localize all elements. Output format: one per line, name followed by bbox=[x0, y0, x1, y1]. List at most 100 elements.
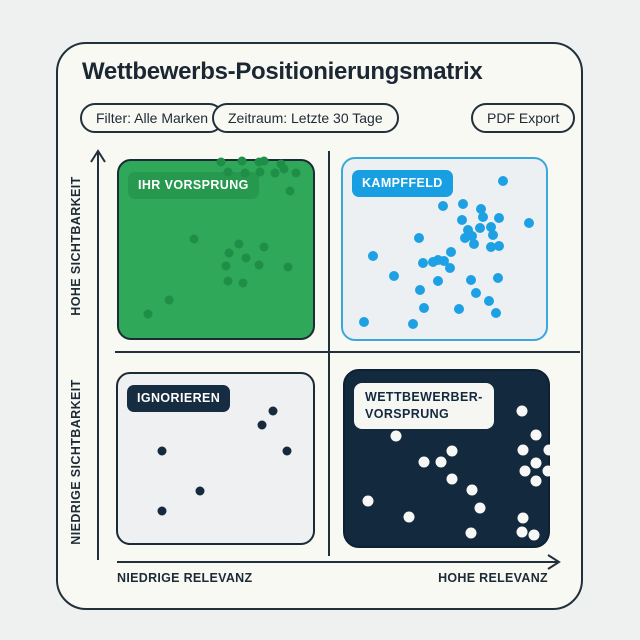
scatter-dot bbox=[465, 527, 477, 539]
scatter-dot bbox=[474, 502, 486, 514]
scatter-dot bbox=[285, 186, 295, 196]
scatter-dot bbox=[458, 199, 468, 209]
scatter-dot bbox=[415, 285, 425, 295]
scatter-dot bbox=[446, 247, 456, 257]
quadrant-bottom-right: WETTBEWERBER- VORSPRUNG bbox=[343, 369, 555, 548]
scatter-dot bbox=[530, 429, 542, 441]
x-axis-label-low: NIEDRIGE RELEVANZ bbox=[117, 571, 253, 585]
scatter-dot bbox=[254, 260, 264, 270]
scatter-dot bbox=[223, 276, 233, 286]
scatter-dot bbox=[466, 275, 476, 285]
scatter-dot bbox=[471, 288, 481, 298]
scatter-dot bbox=[283, 262, 293, 272]
quadrant-bottom-left: IGNORIEREN bbox=[116, 372, 315, 545]
page-title: Wettbewerbs-Positionierungsmatrix bbox=[82, 58, 483, 85]
scatter-dot bbox=[241, 253, 251, 263]
filter-button[interactable]: Filter: Alle Marken bbox=[80, 103, 225, 133]
scatter-dot bbox=[195, 486, 205, 496]
scatter-dot bbox=[418, 456, 430, 468]
scatter-dot bbox=[478, 212, 488, 222]
scatter-dot bbox=[516, 526, 528, 538]
scatter-dot bbox=[255, 167, 265, 177]
scatter-dot bbox=[390, 430, 402, 442]
scatter-dot bbox=[493, 273, 503, 283]
scatter-dot bbox=[486, 242, 496, 252]
scatter-dot bbox=[460, 233, 470, 243]
scatter-dot bbox=[291, 168, 301, 178]
scatter-dot bbox=[446, 473, 458, 485]
scatter-dot bbox=[519, 465, 531, 477]
scatter-dot bbox=[157, 506, 167, 516]
pdf-export-button[interactable]: PDF Export bbox=[471, 103, 576, 133]
scatter-dot bbox=[454, 304, 464, 314]
scatter-dot bbox=[419, 303, 429, 313]
scatter-dot bbox=[488, 230, 498, 240]
scatter-dot bbox=[467, 231, 477, 241]
scatter-dot bbox=[469, 239, 479, 249]
scatter-dot bbox=[282, 446, 292, 456]
scatter-dot bbox=[463, 225, 473, 235]
scatter-dot bbox=[368, 251, 378, 261]
scatter-dot bbox=[517, 512, 529, 524]
x-axis-label-high: HOHE RELEVANZ bbox=[438, 571, 548, 585]
scatter-dot bbox=[224, 248, 234, 258]
scatter-dot bbox=[457, 215, 467, 225]
scatter-dot bbox=[234, 239, 244, 249]
scatter-dot bbox=[157, 446, 167, 456]
scatter-dot bbox=[403, 511, 415, 523]
scatter-dot bbox=[516, 405, 528, 417]
scatter-dot bbox=[433, 255, 443, 265]
scatter-dot bbox=[279, 164, 289, 174]
scatter-dot bbox=[276, 159, 286, 169]
scatter-dot bbox=[498, 176, 508, 186]
scatter-dot bbox=[439, 256, 449, 266]
scatter-dot bbox=[466, 484, 478, 496]
quadrant-top-right: KAMPFFELD bbox=[341, 157, 548, 341]
scatter-dot bbox=[542, 465, 554, 477]
scatter-dot bbox=[389, 271, 399, 281]
scatter-dot bbox=[259, 242, 269, 252]
scatter-dot bbox=[445, 263, 455, 273]
scatter-dot bbox=[254, 157, 264, 167]
scatter-dot bbox=[433, 276, 443, 286]
scatter-dot bbox=[408, 319, 418, 329]
scatter-dot bbox=[238, 278, 248, 288]
scatter-dot bbox=[494, 213, 504, 223]
period-button[interactable]: Zeitraum: Letzte 30 Tage bbox=[212, 103, 399, 133]
scatter-dot bbox=[268, 406, 278, 416]
scatter-dot bbox=[486, 222, 496, 232]
scatter-dot bbox=[257, 420, 267, 430]
scatter-dot bbox=[491, 308, 501, 318]
quadrant-label: KAMPFFELD bbox=[352, 170, 453, 197]
scatter-dot bbox=[259, 156, 269, 166]
scatter-dot bbox=[530, 475, 542, 487]
scatter-dot bbox=[543, 444, 555, 456]
scatter-dot bbox=[143, 309, 153, 319]
scatter-dot bbox=[484, 296, 494, 306]
scatter-dot bbox=[446, 445, 458, 457]
scatter-dot bbox=[524, 218, 534, 228]
quadrant-top-left: IHR VORSPRUNG bbox=[117, 156, 315, 340]
y-axis-label-low: NIEDRIGE SICHTBARKEIT bbox=[69, 379, 83, 545]
scatter-dot bbox=[414, 233, 424, 243]
scatter-dot bbox=[221, 261, 231, 271]
scatter-dot bbox=[517, 444, 529, 456]
scatter-dot bbox=[475, 223, 485, 233]
scatter-dot bbox=[216, 157, 226, 167]
y-axis-label-high: HOHE SICHTBARKEIT bbox=[69, 176, 83, 316]
scatter-dot bbox=[494, 241, 504, 251]
scatter-dot bbox=[270, 168, 280, 178]
scatter-dot bbox=[189, 234, 199, 244]
scatter-dot bbox=[476, 204, 486, 214]
scatter-dot bbox=[240, 168, 250, 178]
scatter-dot bbox=[164, 295, 174, 305]
quadrant-label: IGNORIEREN bbox=[127, 385, 231, 412]
scatter-dot bbox=[435, 456, 447, 468]
scatter-dot bbox=[528, 529, 540, 541]
scatter-dot bbox=[237, 156, 247, 166]
scatter-dot bbox=[530, 457, 542, 469]
scatter-dot bbox=[438, 201, 448, 211]
scatter-dot bbox=[359, 317, 369, 327]
scatter-dot bbox=[418, 258, 428, 268]
